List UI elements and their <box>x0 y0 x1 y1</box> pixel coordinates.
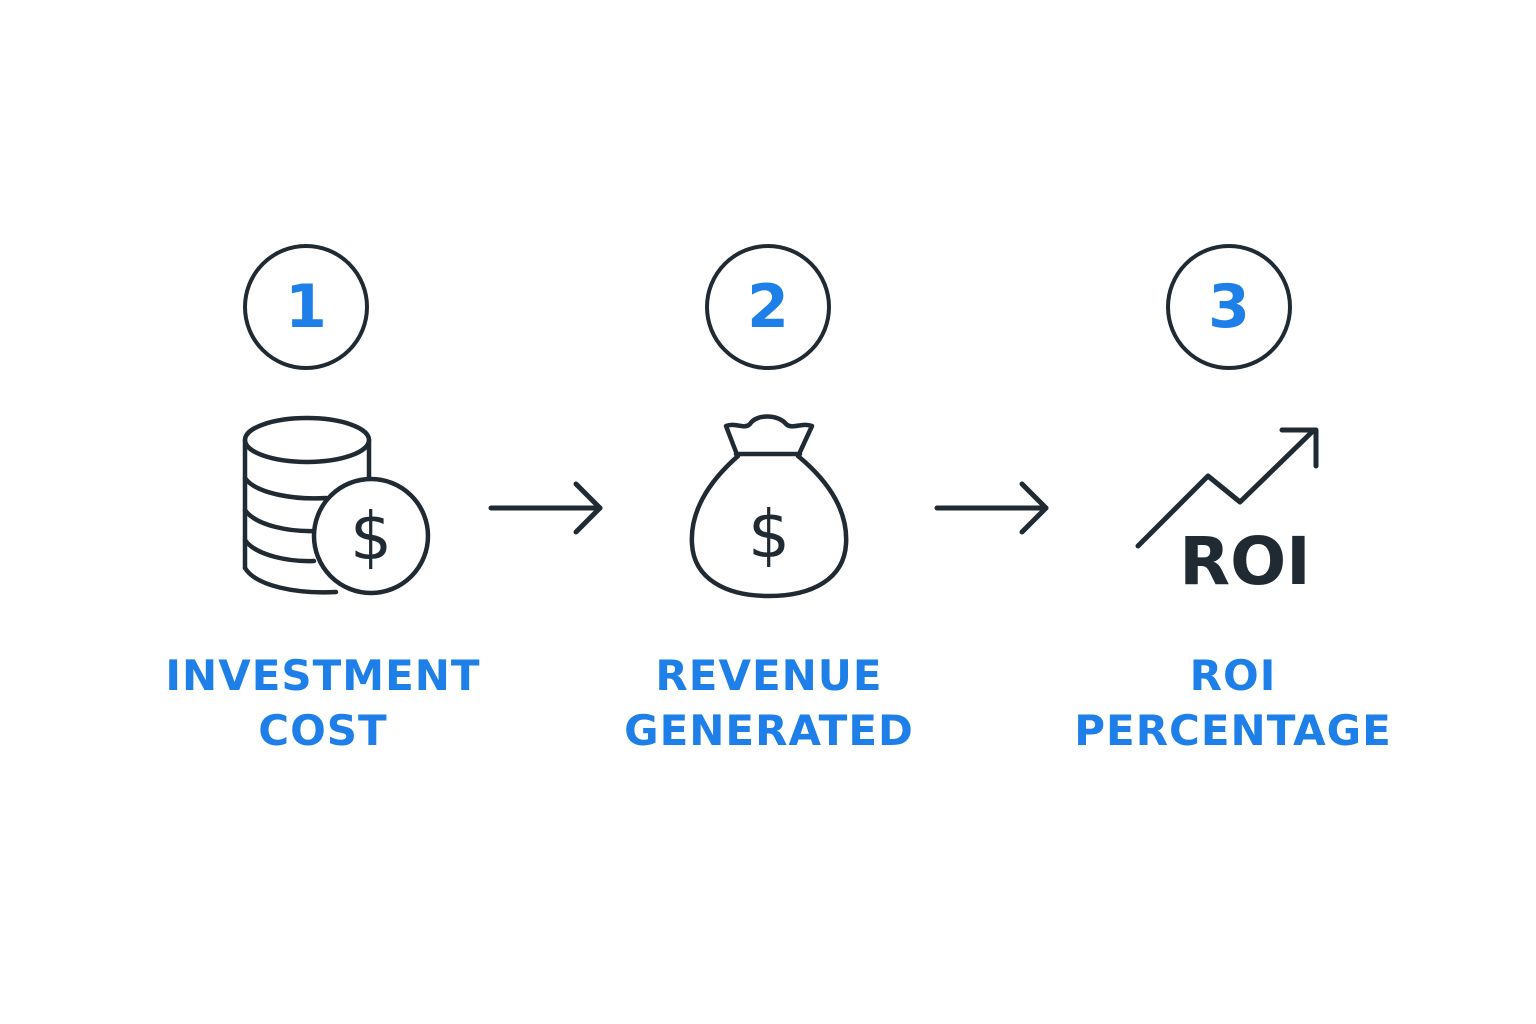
right-arrow-icon <box>488 481 603 535</box>
right-arrow-icon <box>934 481 1049 535</box>
dollar-glyph: $ <box>748 496 790 573</box>
coins-dollar-icon: $ <box>242 415 431 596</box>
step-1-number-badge: 1 <box>243 244 369 370</box>
step-2-label: REVENUE GENERATED <box>624 651 914 755</box>
roi-icon-text: ROI <box>1179 523 1310 600</box>
step-3-number: 3 <box>1208 272 1250 342</box>
roi-trend-icon: ROI <box>1135 427 1319 600</box>
step-3-number-badge: 3 <box>1166 244 1292 370</box>
step-1-label: INVESTMENT COST <box>165 651 481 755</box>
step-3-label: ROI PERCENTAGE <box>1074 651 1392 755</box>
step-2-number: 2 <box>747 272 789 342</box>
step-1-number: 1 <box>285 272 327 342</box>
dollar-glyph: $ <box>350 498 392 575</box>
step-2-number-badge: 2 <box>705 244 831 370</box>
money-bag-icon: $ <box>689 414 849 599</box>
